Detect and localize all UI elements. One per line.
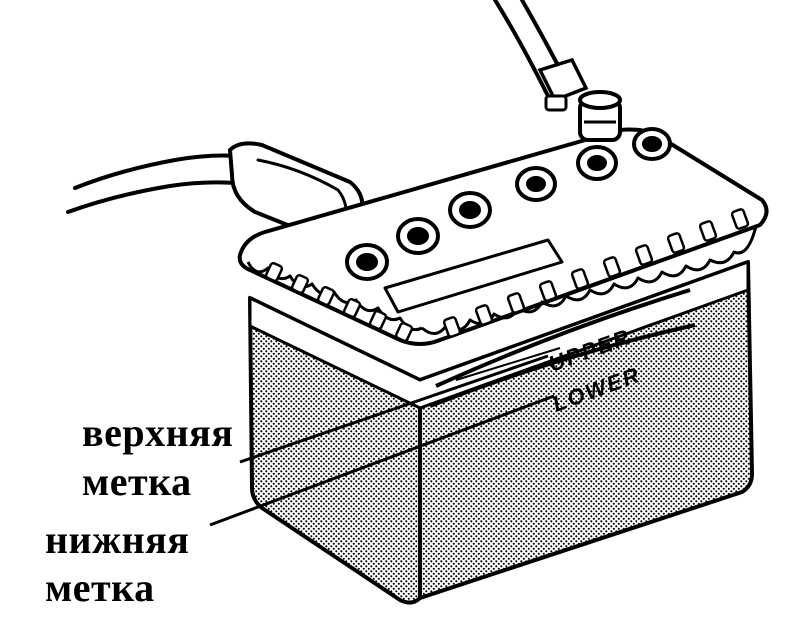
vent-cap — [396, 217, 440, 255]
vent-cap — [576, 145, 618, 181]
vent-cap — [515, 166, 557, 202]
upper-mark-label-line1: верхняя — [82, 410, 234, 455]
positive-cable — [493, 0, 589, 112]
level-band — [248, 259, 750, 410]
lower-mark-label-line2: метка — [45, 565, 155, 610]
vent-cap — [632, 127, 672, 161]
terminal-clamp — [578, 90, 622, 142]
lower-mark-label-line1: нижняя — [45, 517, 190, 562]
vent-cap — [448, 191, 492, 229]
lower-leader-line — [209, 394, 555, 527]
battery-lid — [237, 127, 769, 346]
vent-cap — [345, 243, 389, 281]
vent-caps — [345, 127, 672, 281]
upper-leader-line — [239, 354, 549, 464]
leader-lines — [209, 354, 555, 527]
upper-mark-label-line2: метка — [82, 459, 192, 504]
